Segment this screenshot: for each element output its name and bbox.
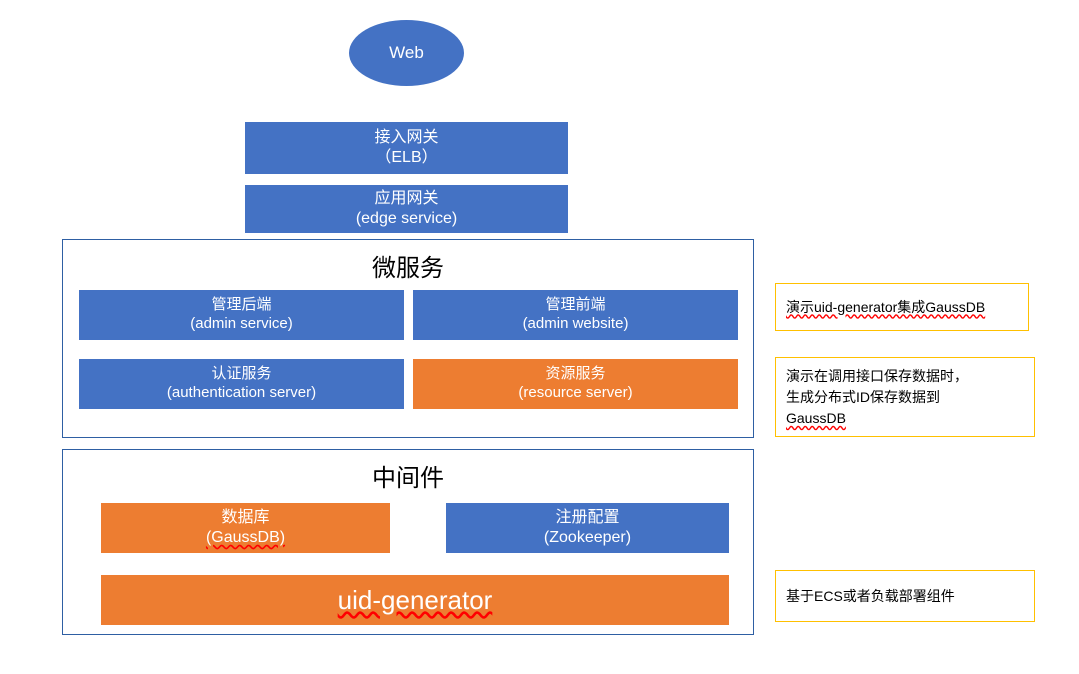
- admin-website-box: 管理前端 (admin website): [413, 290, 738, 340]
- registry-config-box: 注册配置 (Zookeeper): [446, 503, 729, 553]
- access-gateway-line2: （ELB）: [375, 149, 438, 166]
- registry-config-line1: 注册配置: [555, 509, 620, 526]
- admin-service-line1: 管理后端: [211, 296, 272, 314]
- resource-server-line2: (resource server): [518, 384, 633, 401]
- application-gateway-line1: 应用网关: [374, 190, 439, 207]
- authentication-server-box: 认证服务 (authentication server): [79, 359, 404, 409]
- authentication-server-line2: (authentication server): [166, 384, 317, 401]
- note-2-line2: 生成分布式ID保存数据到: [786, 389, 940, 405]
- note-ecs-deploy: 基于ECS或者负载部署组件: [775, 570, 1035, 622]
- note-2-line1: 演示在调用接口保存数据时，: [786, 368, 968, 384]
- web-node-label: Web: [389, 43, 424, 62]
- middleware-group-title: 中间件: [372, 465, 444, 492]
- admin-service-box: 管理后端 (admin service): [79, 290, 404, 340]
- note-2-line3: GaussDB: [786, 410, 846, 426]
- uid-generator-label: uid-generator: [337, 584, 493, 615]
- application-gateway-line2: (edge service): [355, 210, 458, 227]
- web-node: Web: [349, 20, 464, 86]
- registry-config-line2: (Zookeeper): [543, 529, 632, 546]
- resource-server-line1: 资源服务: [545, 365, 606, 383]
- uid-generator-box: uid-generator: [101, 575, 729, 625]
- resource-server-box: 资源服务 (resource server): [413, 359, 738, 409]
- admin-website-line2: (admin website): [522, 315, 629, 332]
- note-1-text: 演示uid-generator集成GaussDB: [786, 298, 986, 315]
- note-3-text: 基于ECS或者负载部署组件: [786, 587, 955, 604]
- admin-service-line2: (admin service): [190, 315, 293, 332]
- database-box: 数据库 (GaussDB): [101, 503, 390, 553]
- authentication-server-line1: 认证服务: [211, 365, 272, 383]
- admin-website-line1: 管理前端: [545, 296, 606, 314]
- note-save-data: 演示在调用接口保存数据时， 生成分布式ID保存数据到 GaussDB: [775, 357, 1035, 437]
- access-gateway-box: 接入网关 （ELB）: [245, 122, 568, 174]
- note-uid-generator-gaussdb: 演示uid-generator集成GaussDB: [775, 283, 1029, 331]
- access-gateway-line1: 接入网关: [374, 129, 439, 146]
- database-line1: 数据库: [221, 509, 270, 526]
- database-line2: (GaussDB): [205, 529, 286, 546]
- microservices-group-title: 微服务: [372, 255, 444, 282]
- application-gateway-box: 应用网关 (edge service): [245, 185, 568, 233]
